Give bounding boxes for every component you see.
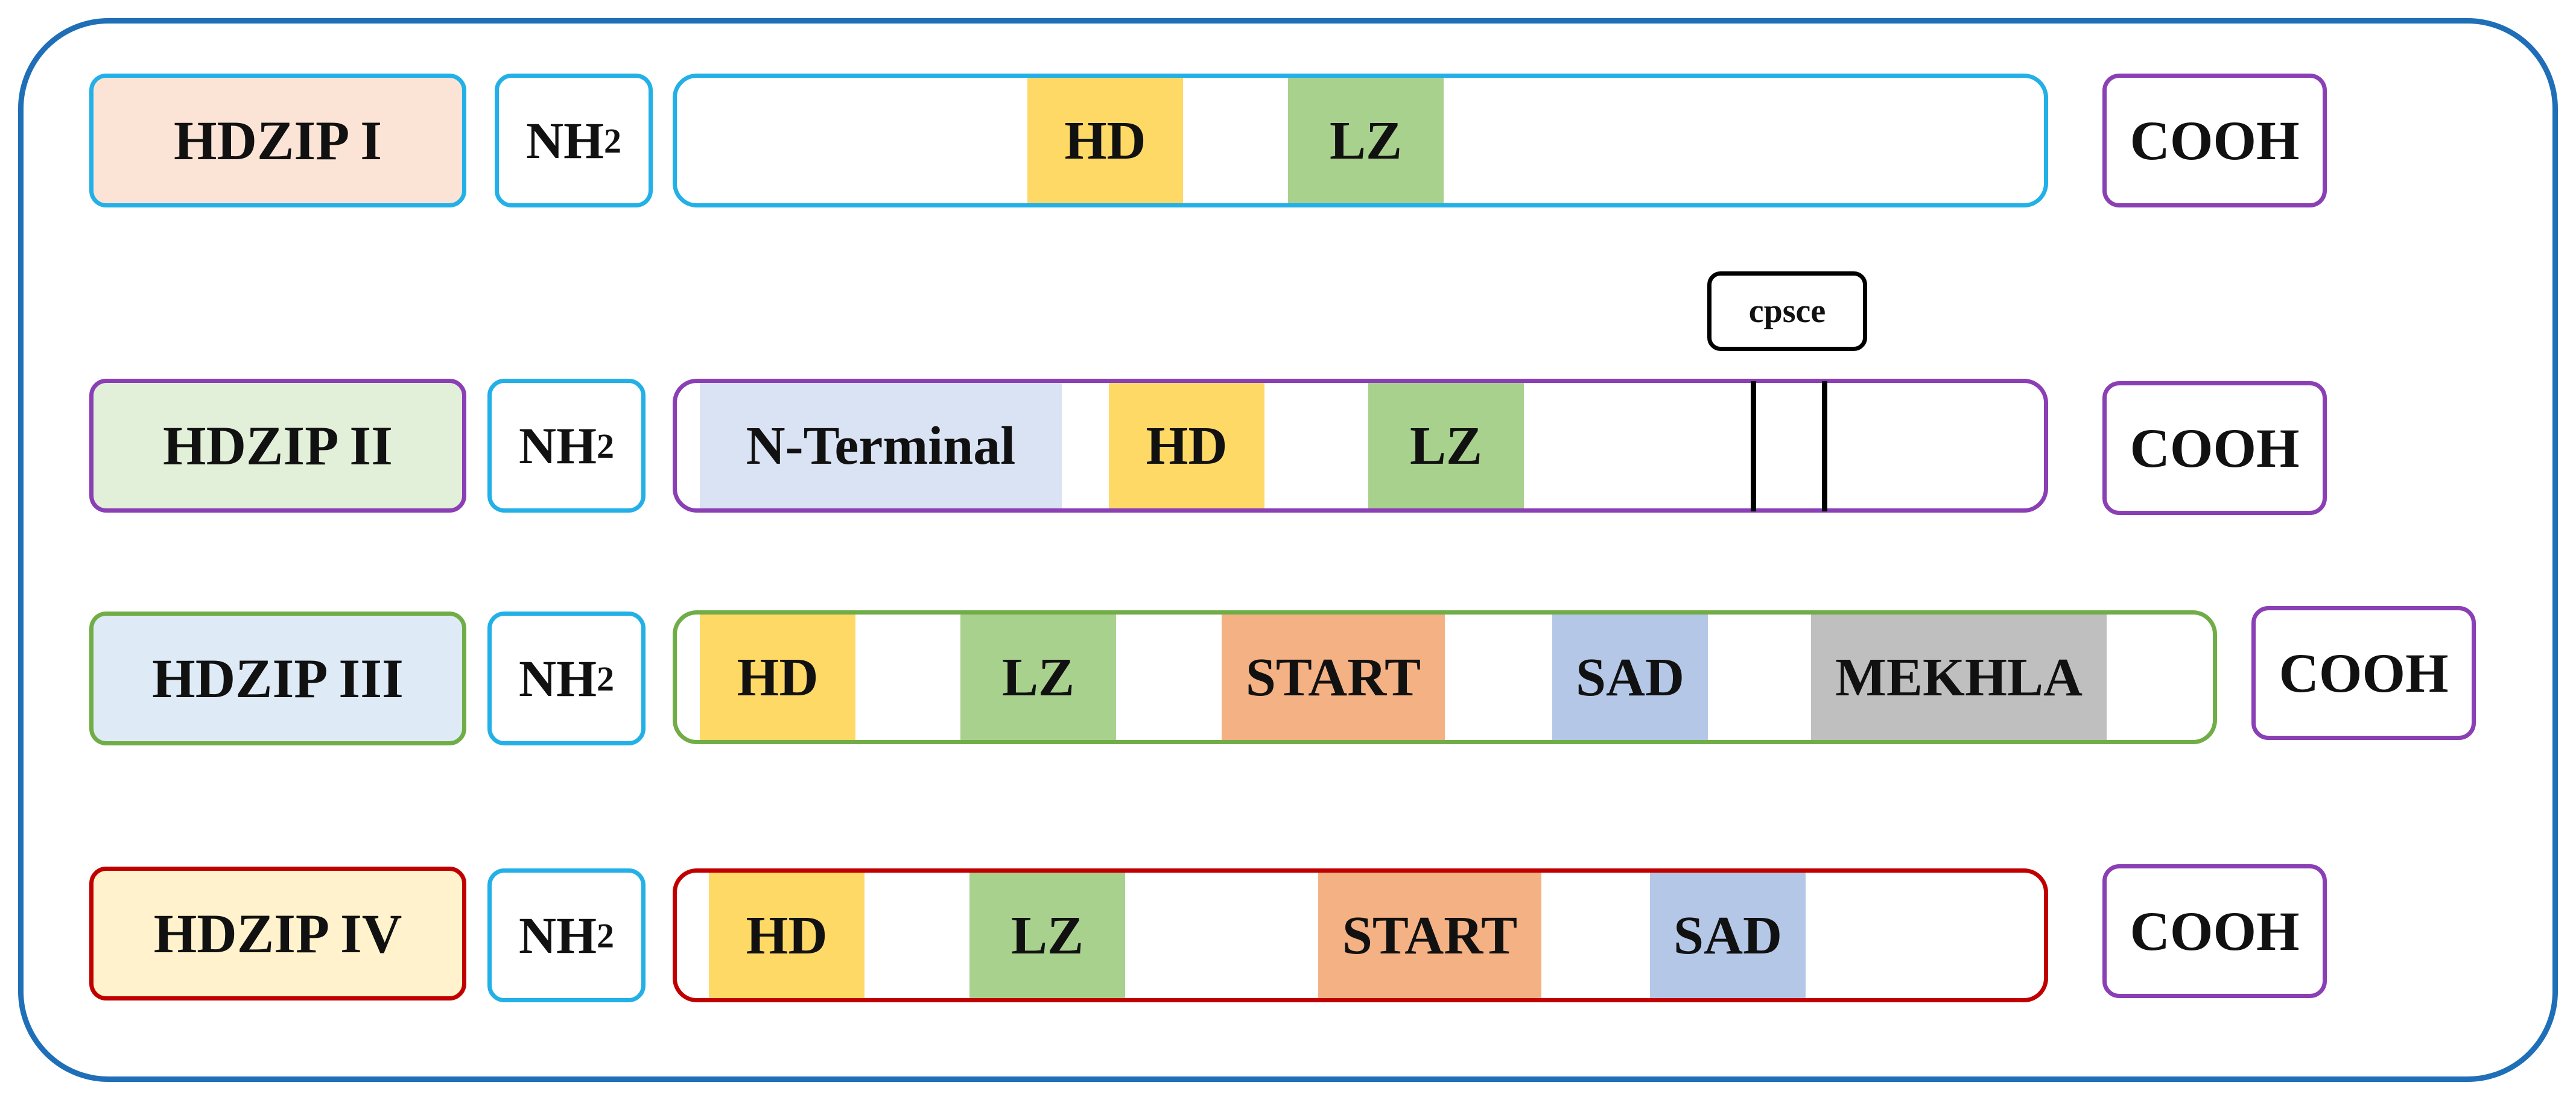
- domain-hd: HD: [700, 615, 855, 740]
- domain-lz: LZ: [960, 615, 1116, 740]
- domain-sad: SAD: [1552, 615, 1708, 740]
- cooh-terminus: COOH: [2102, 381, 2327, 515]
- domain-mekhla: MEKHLA: [1811, 615, 2107, 740]
- domain-lz: LZ: [969, 873, 1125, 998]
- cpsce-motif-mark: [1822, 381, 1827, 511]
- cooh-terminus: COOH: [2251, 606, 2476, 740]
- domain-start: START: [1318, 873, 1541, 998]
- diagram-frame: [18, 18, 2558, 1082]
- cooh-terminus: COOH: [2102, 864, 2327, 998]
- cooh-terminus: COOH: [2102, 74, 2327, 207]
- class-label-hdzip-ii: HDZIP II: [89, 379, 466, 513]
- class-label-hdzip-i: HDZIP I: [89, 74, 466, 207]
- domain-sad: SAD: [1650, 873, 1806, 998]
- domain-n-terminal: N-Terminal: [700, 383, 1062, 508]
- domain-hd: HD: [709, 873, 864, 998]
- domain-lz: LZ: [1288, 78, 1444, 203]
- class-label-hdzip-iv: HDZIP IV: [89, 867, 466, 1000]
- domain-hd: HD: [1027, 78, 1183, 203]
- domain-start: START: [1222, 615, 1445, 740]
- class-label-hdzip-iii: HDZIP III: [89, 612, 466, 745]
- cpsce-motif-mark: [1751, 381, 1756, 511]
- domain-lz: LZ: [1368, 383, 1524, 508]
- cpsce-motif-label: cpsce: [1707, 271, 1867, 351]
- domain-hd: HD: [1109, 383, 1264, 508]
